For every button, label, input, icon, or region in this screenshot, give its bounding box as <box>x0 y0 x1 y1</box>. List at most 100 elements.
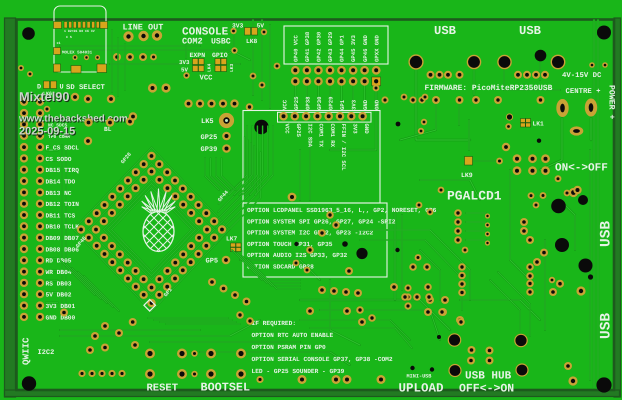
svg-text:BL: BL <box>104 126 112 133</box>
svg-text:MOLEX 504031: MOLEX 504031 <box>62 51 93 56</box>
svg-text:GP41 GP38: GP41 GP38 <box>304 31 311 62</box>
svg-text:5V DB02: 5V DB02 <box>46 292 72 299</box>
svg-text:POWER +: POWER + <box>607 85 616 119</box>
svg-text:DB12 TOIN: DB12 TOIN <box>46 201 80 208</box>
svg-text:OPTION LCDPANEL SSD1963_5_16,: OPTION LCDPANEL SSD1963_5_16, L,, GP2, N… <box>247 207 437 214</box>
svg-text:DB13 NC: DB13 NC <box>46 190 72 197</box>
svg-text:GPIO: GPIO <box>212 52 228 59</box>
svg-text:2025-09-15: 2025-09-15 <box>20 127 76 139</box>
svg-text:GP25: GP25 <box>201 134 218 142</box>
svg-text:LK4: LK4 <box>207 63 213 72</box>
svg-text:CONSOLE: CONSOLE <box>182 27 229 39</box>
svg-text:3V3: 3V3 <box>352 124 359 135</box>
svg-text:GP42 GP30: GP42 GP30 <box>316 31 323 62</box>
svg-text:OPTION PSRAM PIN GP0: OPTION PSRAM PIN GP0 <box>252 344 327 351</box>
svg-text:GND: GND <box>374 99 381 110</box>
svg-text:GP38: GP38 <box>305 96 312 110</box>
svg-text:LK3: LK3 <box>229 63 235 72</box>
svg-text:Mixtel90: Mixtel90 <box>20 90 71 105</box>
svg-text:RD DB05: RD DB05 <box>46 258 72 265</box>
svg-text:GP1: GP1 <box>163 287 174 298</box>
svg-text:3V3 DB01: 3V3 DB01 <box>46 303 76 310</box>
svg-text:Mixtel90: Mixtel90 <box>19 89 70 104</box>
svg-text:RS DB03: RS DB03 <box>46 280 72 287</box>
svg-text:GND DB00: GND DB00 <box>46 314 76 321</box>
svg-text:U: U <box>60 84 64 92</box>
svg-text:GND: GND <box>362 99 369 110</box>
svg-text:3V3: 3V3 <box>232 23 244 30</box>
svg-text:COM1 RX: COM1 RX <box>329 124 336 148</box>
svg-text:www.thebackshed.com: www.thebackshed.com <box>18 114 128 125</box>
svg-text:1 D2+D1 D0 CK 3V: 1 D2+D1 D0 CK 3V <box>64 29 95 33</box>
svg-text:DB08 DB06: DB08 DB06 <box>46 246 80 253</box>
svg-text:FIRMWARE: PicoMiteRP2350USB: FIRMWARE: PicoMiteRP2350USB <box>425 84 553 93</box>
svg-text:COM1 TX: COM1 TX <box>318 124 325 148</box>
svg-text:OPTION SYSTEM I2C GP22, GP23 -: OPTION SYSTEM I2C GP22, GP23 -I2C2 <box>247 230 374 237</box>
svg-text:USB HUB: USB HUB <box>465 371 512 383</box>
svg-text:www.thebackshed.com: www.thebackshed.com <box>19 115 129 126</box>
svg-text:LK7: LK7 <box>226 236 238 243</box>
svg-text:5V: 5V <box>181 67 188 74</box>
svg-text:F_CS SDCL: F_CS SDCL <box>46 145 80 152</box>
svg-text:PGALCD1: PGALCD1 <box>447 189 502 204</box>
svg-text:D: D <box>37 84 41 92</box>
svg-text:GND: GND <box>363 124 370 135</box>
svg-text:GP1: GP1 <box>339 99 346 110</box>
svg-text:GP46 GND: GP46 GND <box>362 35 369 62</box>
svg-text:LK9: LK9 <box>461 172 473 179</box>
svg-text:LK5: LK5 <box>201 118 214 126</box>
svg-text:x1: x1 <box>57 41 61 46</box>
svg-text:DB10 TCLK: DB10 TCLK <box>46 224 80 231</box>
svg-text:OPTION RTC AUTO ENABLE: OPTION RTC AUTO ENABLE <box>252 332 334 339</box>
svg-text:SD SELECT: SD SELECT <box>66 84 106 92</box>
svg-text:I2C SDA: I2C SDA <box>306 124 313 148</box>
svg-text:DB15 TIRQ: DB15 TIRQ <box>46 167 80 174</box>
svg-text:QWIIC: QWIIC <box>21 337 32 365</box>
svg-text:5V: 5V <box>257 23 265 30</box>
svg-text:CENTRE +: CENTRE + <box>566 88 602 96</box>
svg-text:I2C2: I2C2 <box>38 349 55 357</box>
svg-text:DB14 TDO: DB14 TDO <box>46 178 76 185</box>
svg-text:GP43 GP29: GP43 GP29 <box>327 31 334 62</box>
svg-text:OPTION AUDIO I2S GP33, GP32: OPTION AUDIO I2S GP33, GP32 <box>247 252 348 259</box>
svg-text:NC SDCS: NC SDCS <box>48 123 68 129</box>
svg-text:LED - GP25 SOUNDER - GP39: LED - GP25 SOUNDER - GP39 <box>252 368 345 375</box>
svg-text:GP5: GP5 <box>206 258 219 266</box>
svg-text:3V3: 3V3 <box>179 59 190 66</box>
svg-text:FFIN / I2C SCL: FFIN / I2C SCL <box>340 124 347 172</box>
svg-text:GP45 3V3: GP45 3V3 <box>350 35 357 62</box>
svg-text:LK8: LK8 <box>246 38 258 45</box>
svg-text:GP29: GP29 <box>328 96 335 110</box>
svg-text:USB: USB <box>519 24 542 38</box>
svg-text:TP0 COMM: TP0 COMM <box>48 134 70 140</box>
svg-text:GP44 GP1: GP44 GP1 <box>339 35 346 62</box>
svg-text:RESET: RESET <box>147 383 179 395</box>
svg-text:UPLOAD: UPLOAD <box>399 382 445 396</box>
svg-text:DB11 TCS: DB11 TCS <box>46 212 76 219</box>
svg-text:OPTION TOUCH GP31, GP35: OPTION TOUCH GP31, GP35 <box>247 241 333 248</box>
svg-text:GP39: GP39 <box>201 146 218 154</box>
svg-text:USBC: USBC <box>211 38 231 47</box>
svg-text:C S: C S <box>66 35 72 39</box>
svg-text:COM2: COM2 <box>182 37 203 47</box>
svg-text:OFF<->ON: OFF<->ON <box>459 383 514 396</box>
svg-text:VCC: VCC <box>284 124 291 135</box>
svg-text:USB: USB <box>599 313 615 339</box>
svg-text:MINI-USB: MINI-USB <box>407 374 432 380</box>
svg-text:OPTION SERIAL CONSOLE GP37, GP: OPTION SERIAL CONSOLE GP37, GP38 -COM2 <box>252 356 393 363</box>
svg-text:GP30: GP30 <box>316 96 323 110</box>
svg-text:GP25: GP25 <box>295 124 302 138</box>
svg-text:GPXX GND: GPXX GND <box>373 35 380 62</box>
svg-text:GP40 VCC: GP40 VCC <box>293 35 300 62</box>
svg-text:CS SODO: CS SODO <box>46 156 72 163</box>
svg-text:LINE OUT: LINE OUT <box>123 23 164 33</box>
svg-text:USB: USB <box>599 221 615 247</box>
svg-text:BOOTSEL: BOOTSEL <box>201 381 251 395</box>
svg-text:VCC: VCC <box>200 75 214 83</box>
svg-text:OPTION SYSTEM SPI GP26, GP27,: OPTION SYSTEM SPI GP26, GP27, GP24 -SPI2 <box>247 218 396 225</box>
svg-text:OPTION SDCARD GP28: OPTION SDCARD GP28 <box>247 264 314 271</box>
svg-text:3V3: 3V3 <box>351 99 358 110</box>
svg-text:EXPN: EXPN <box>190 52 206 59</box>
svg-text:IF REQUIRED:: IF REQUIRED: <box>252 320 297 327</box>
svg-text:USB: USB <box>434 24 457 38</box>
